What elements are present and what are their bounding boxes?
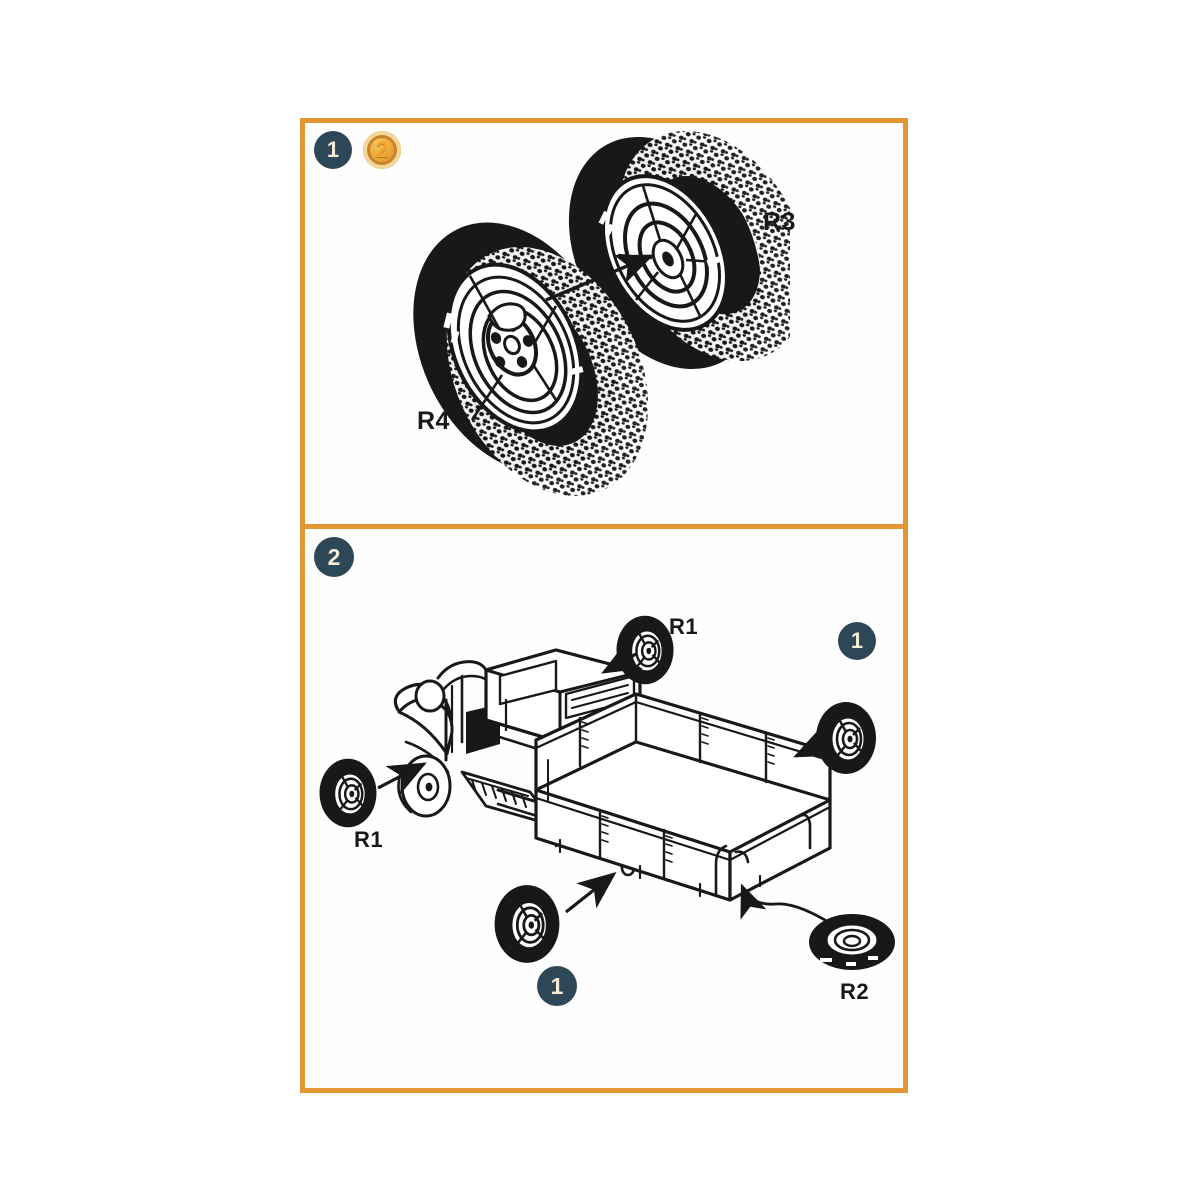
panel-divider [300, 524, 908, 529]
part-label-r1-left: R1 [354, 827, 384, 852]
part-label-r1-top: R1 [669, 614, 699, 639]
step-badge-panel1-previous[interactable]: 1 [314, 131, 352, 169]
step-badge-panel1-current[interactable]: 2 [363, 131, 401, 169]
instruction-frame [300, 118, 908, 1093]
part-label-r2: R2 [840, 979, 870, 1004]
part-label-r3: R3 [763, 208, 796, 236]
part-label-r4: R4 [417, 407, 450, 435]
reference-badge-panel2-bottom[interactable]: 1 [537, 966, 577, 1006]
step-badge-panel2[interactable]: 2 [314, 537, 354, 577]
reference-badge-panel2-right[interactable]: 1 [838, 622, 876, 660]
